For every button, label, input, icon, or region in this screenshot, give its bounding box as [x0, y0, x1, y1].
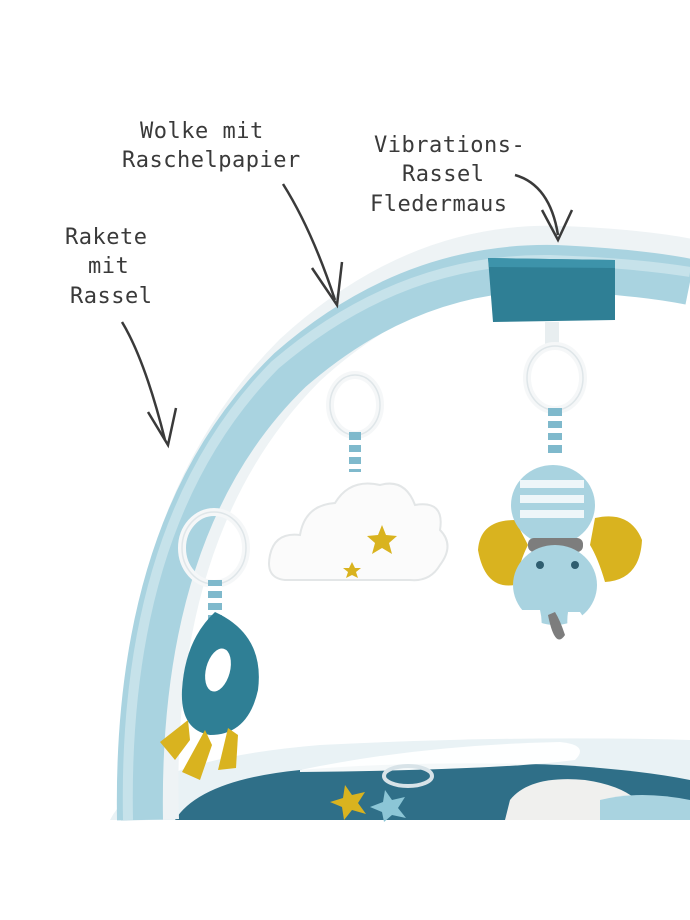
- rocket-rattle-toy: [160, 508, 259, 780]
- hand-drawn-arrow-icon: [120, 321, 167, 441]
- label-rocket-line1: Rakete: [65, 225, 147, 250]
- play-arch: [116, 225, 690, 821]
- label-cloud-line1: Wolke mit: [140, 119, 264, 144]
- star-icon: [367, 525, 397, 554]
- bat-vibration-rattle-toy: [478, 322, 642, 650]
- hand-drawn-arrow-icon: [281, 183, 337, 301]
- annotation-rocket: Rakete mit Rassel: [65, 225, 178, 449]
- label-bat-line3: Fledermaus: [370, 192, 507, 217]
- label-bat-line2: Rassel: [402, 162, 484, 187]
- annotation-cloud: Wolke mit Raschelpapier: [122, 119, 344, 309]
- label-cloud-line2: Raschelpapier: [122, 148, 301, 173]
- play-mat: [110, 738, 690, 822]
- star-icon: [343, 562, 361, 578]
- label-bat-line1: Vibrations-: [374, 133, 525, 158]
- hand-drawn-arrow-icon: [514, 173, 560, 236]
- label-rocket-line3: Rassel: [70, 284, 152, 309]
- cloud-crinkle-toy: [268, 371, 449, 582]
- label-rocket-line2: mit: [88, 254, 129, 279]
- annotation-bat: Vibrations- Rassel Fledermaus: [370, 133, 574, 243]
